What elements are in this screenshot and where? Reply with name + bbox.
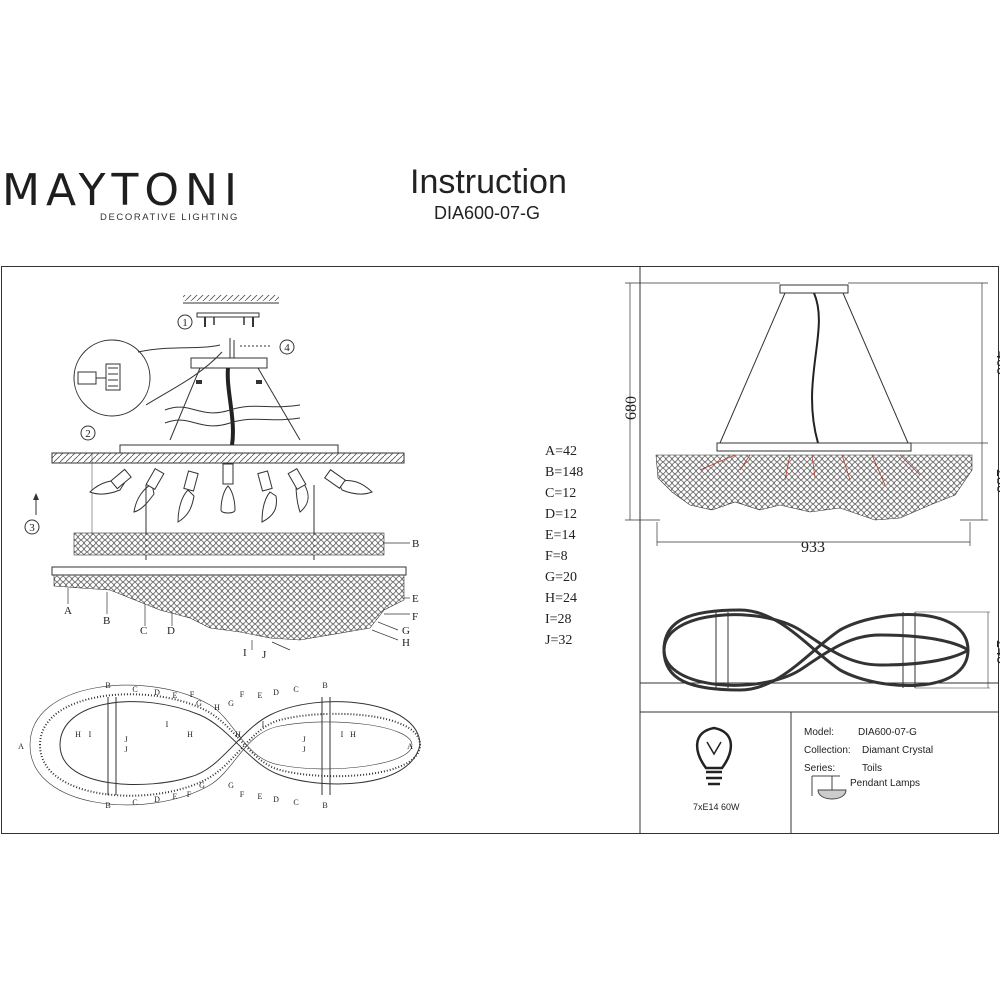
layout-label-c: C: [132, 798, 137, 807]
step4-connection: [73, 338, 301, 446]
layout-label-g: G: [199, 781, 205, 790]
layout-label-b: B: [105, 801, 110, 810]
layout-label-j: J: [302, 735, 305, 744]
step-label: 4: [284, 342, 290, 354]
step1-ceiling: [183, 295, 279, 327]
count-f: F=8: [545, 549, 568, 564]
label-b2: B: [103, 615, 110, 627]
dim-length: 933: [801, 539, 825, 556]
count-b: B=148: [545, 465, 584, 480]
model-value: DIA600-07-G: [858, 727, 917, 738]
label-b: B: [412, 538, 419, 550]
layout-label-b: B: [322, 801, 327, 810]
layout-label-b: B: [105, 681, 110, 690]
layout-label-b: B: [322, 681, 327, 690]
count-j: J=32: [545, 633, 573, 648]
dim-width: 240: [993, 640, 1000, 664]
layout-label-d: D: [273, 795, 279, 804]
crystal-layout-top-view: [29, 684, 422, 806]
step2-frame: [51, 444, 405, 548]
count-a: A=42: [545, 444, 578, 459]
layout-label-a: A: [407, 742, 413, 751]
layout-label-j: J: [124, 735, 127, 744]
layout-label-i: I: [341, 730, 344, 739]
layout-label-g: G: [228, 699, 234, 708]
layout-label-h: H: [75, 730, 81, 739]
series-value: Toils: [862, 763, 883, 774]
count-i: I=28: [545, 612, 572, 627]
layout-label-i: I: [262, 720, 265, 729]
drawing-frame: [1, 266, 999, 834]
layout-label-h: H: [187, 730, 193, 739]
layout-label-d: D: [154, 795, 160, 804]
layout-label-f: F: [240, 790, 245, 799]
label-e: E: [412, 593, 419, 605]
label-d: D: [167, 625, 175, 637]
collection-value: Diamant Crystal: [862, 745, 934, 756]
label-c: C: [140, 625, 147, 637]
label-a: A: [64, 605, 72, 617]
series-label: Series:: [804, 763, 836, 774]
step-label: 2: [85, 428, 91, 440]
dimension-lines: [625, 282, 988, 546]
model-code: DIA600-07-G: [434, 203, 541, 223]
label-i: I: [243, 647, 247, 659]
type-value: Pendant Lamps: [850, 778, 921, 789]
layout-label-d: D: [273, 688, 279, 697]
layout-label-j: J: [302, 745, 305, 754]
side-elevation: [655, 284, 973, 521]
layout-label-g: G: [228, 781, 234, 790]
layout-label-h: H: [235, 730, 241, 739]
layout-label-j: J: [124, 745, 127, 754]
label-h: H: [402, 637, 410, 649]
layout-label-e: E: [258, 691, 263, 700]
bulb-icon: [696, 726, 732, 786]
label-f: F: [412, 611, 418, 623]
layout-label-e: E: [258, 792, 263, 801]
layout-label-a: A: [18, 742, 24, 751]
layout-label-f: F: [187, 790, 192, 799]
layout-label-e: E: [173, 792, 178, 801]
bulb-spec: 7xE14 60W: [693, 802, 740, 812]
layout-label-i: I: [89, 730, 92, 739]
count-d: D=12: [545, 507, 578, 522]
count-g: G=20: [545, 570, 578, 585]
count-e: E=14: [545, 528, 576, 543]
layout-label-g: G: [196, 699, 202, 708]
layout-label-f: F: [240, 690, 245, 699]
layout-label-d: D: [154, 688, 160, 697]
label-g: G: [402, 625, 410, 637]
dim-suspension: 400: [993, 351, 1000, 375]
layout-label-e: E: [173, 691, 178, 700]
collection-label: Collection:: [804, 745, 851, 756]
step-label: 1: [182, 317, 188, 329]
layout-label-c: C: [293, 685, 298, 694]
layout-label-h: H: [350, 730, 356, 739]
layout-label-h: H: [214, 703, 220, 712]
layout-label-f: F: [190, 690, 195, 699]
top-view: [662, 608, 990, 692]
layout-label-c: C: [132, 685, 137, 694]
brand-logo: MAYTONI: [2, 165, 243, 216]
dim-total-height: 680: [623, 396, 640, 420]
layout-label-c: C: [293, 798, 298, 807]
layout-label-i: I: [166, 720, 169, 729]
model-label: Model:: [804, 727, 835, 738]
count-h: H=24: [545, 591, 578, 606]
brand-tagline: DECORATIVE LIGHTING: [100, 212, 239, 223]
count-c: C=12: [545, 486, 577, 501]
dim-body-height: 280: [993, 469, 1000, 493]
step-label: 3: [29, 522, 35, 534]
pendant-icon: [811, 775, 847, 800]
lamp-holders: [89, 463, 373, 523]
page-title: Instruction: [410, 163, 567, 201]
label-j: J: [262, 649, 267, 661]
